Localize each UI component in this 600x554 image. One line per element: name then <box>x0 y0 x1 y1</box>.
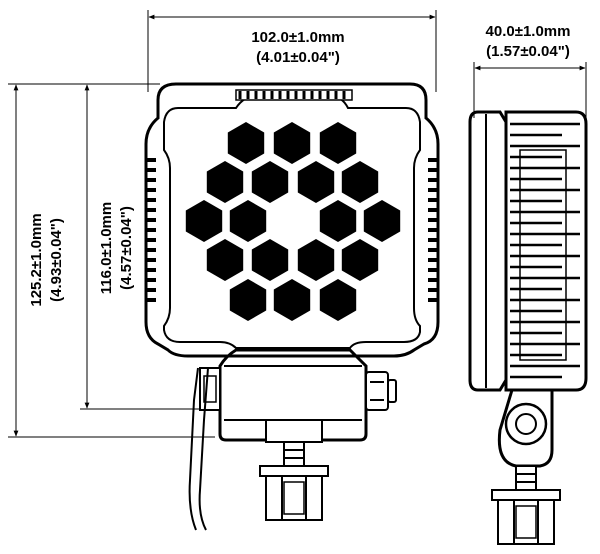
width-dimension: 102.0±1.0mm (4.01±0.04") <box>147 10 437 92</box>
led-hex <box>206 161 244 203</box>
housing-height-inch-label: (4.57±0.04") <box>118 206 135 290</box>
front-view <box>144 82 440 531</box>
mount-bracket <box>218 348 368 442</box>
side-fins <box>510 122 580 379</box>
led-hex <box>319 200 357 242</box>
side-fin-frame <box>519 149 567 361</box>
led-hex-array <box>185 122 401 321</box>
led-hex <box>227 122 265 164</box>
top-vent <box>235 89 353 101</box>
side-threaded-stud <box>515 465 537 491</box>
housing-height-dimension: 116.0±1.0mm (4.57±0.04") <box>80 84 210 410</box>
led-hex <box>297 239 335 281</box>
front-lens-panel <box>163 95 421 349</box>
led-hex <box>229 200 267 242</box>
side-view <box>468 110 588 545</box>
led-hex <box>251 239 289 281</box>
led-hex <box>341 239 379 281</box>
power-cable <box>188 367 209 531</box>
led-hex <box>319 279 357 321</box>
led-hex <box>273 279 311 321</box>
led-hex <box>273 122 311 164</box>
led-hex <box>297 161 335 203</box>
led-hex <box>206 239 244 281</box>
bottom-bolt-block <box>265 419 323 443</box>
total-height-mm-label: 125.2±1.0mm <box>28 213 45 306</box>
front-threaded-stud <box>283 441 305 469</box>
led-hex <box>319 122 357 164</box>
front-hex-nut <box>265 475 323 521</box>
total-height-inch-label: (4.93±0.04") <box>48 218 65 302</box>
side-washer <box>491 489 561 501</box>
side-pivot-inner <box>515 413 537 435</box>
depth-dimension: 40.0±1.0mm (1.57±0.04") <box>473 23 587 118</box>
side-housing <box>504 110 588 392</box>
side-lens-edge <box>468 110 508 392</box>
bracket-nut-right <box>365 371 389 411</box>
led-hex <box>229 279 267 321</box>
housing-height-mm-label: 116.0±1.0mm <box>98 202 115 294</box>
left-fins <box>147 158 156 302</box>
led-hex <box>251 161 289 203</box>
led-hex <box>185 200 223 242</box>
total-height-dimension: 125.2±1.0mm (4.93±0.04") <box>8 83 215 438</box>
side-hex-nut <box>497 499 555 545</box>
width-inch-label: (4.01±0.04") <box>256 49 340 66</box>
front-washer <box>259 465 329 477</box>
led-hex <box>341 161 379 203</box>
front-housing-outline <box>144 82 440 358</box>
top-vent-slots <box>238 91 346 99</box>
depth-mm-label: 40.0±1.0mm <box>486 23 571 40</box>
width-mm-label: 102.0±1.0mm <box>251 29 344 46</box>
depth-inch-label: (1.57±0.04") <box>486 43 570 60</box>
led-hex <box>363 200 401 242</box>
right-fins <box>428 158 437 302</box>
